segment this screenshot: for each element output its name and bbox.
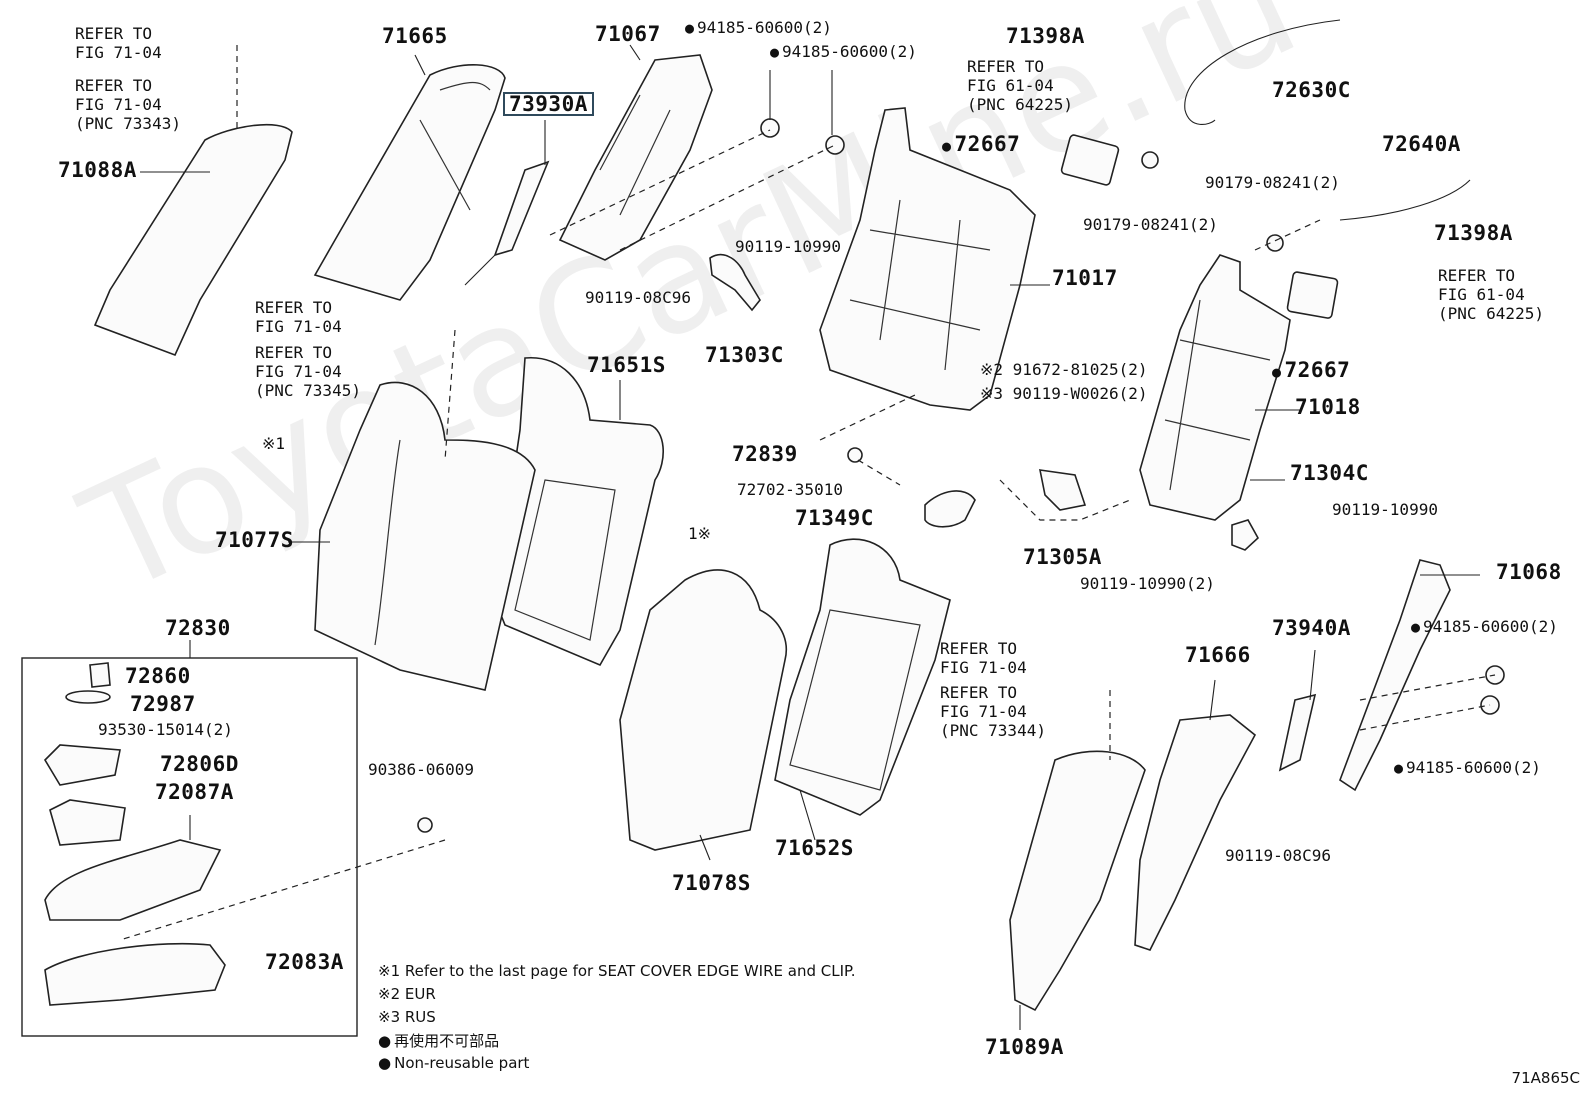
- part-label-71304c[interactable]: 71304C: [1290, 461, 1369, 485]
- part-71665-shape: [313, 64, 506, 301]
- nut-72839: [847, 447, 863, 463]
- cable-72640a: [1339, 179, 1471, 221]
- part-label-93530-15014[interactable]: 93530-15014(2): [98, 720, 233, 739]
- nut-90386: [417, 817, 433, 833]
- part-71303c-shape: [709, 253, 761, 312]
- part-label-90119-10990-b[interactable]: 90119-10990: [1332, 500, 1438, 519]
- part-label-72830[interactable]: 72830: [165, 616, 231, 640]
- part-71068-shape: [1339, 559, 1451, 792]
- part-72987-shape: [65, 690, 111, 704]
- part-label-94185-b[interactable]: 94185-60600(2): [770, 42, 917, 62]
- part-label-71078s[interactable]: 71078S: [672, 871, 751, 895]
- nut-90179: [1141, 151, 1159, 169]
- part-71067-shape: [558, 54, 713, 261]
- ref-fig-71-04-top: REFER TO FIG 71-04: [75, 24, 162, 62]
- part-label-72083a[interactable]: 72083A: [265, 950, 344, 974]
- footnote-2-eur: ※2 EUR: [378, 985, 436, 1003]
- ref-fig-71-04-pnc-73344: REFER TO FIG 71-04 (PNC 73344): [940, 683, 1046, 740]
- part-label-71665[interactable]: 71665: [382, 24, 448, 48]
- ref-fig-71-04-bottom: REFER TO FIG 71-04: [940, 639, 1027, 677]
- part-71651s-shape: [494, 357, 665, 667]
- footnote-non-reusable-jp: 再使用不可部品: [378, 1030, 499, 1051]
- part-71078s-shape: [619, 569, 787, 851]
- part-label-90179-a[interactable]: 90179-08241(2): [1205, 173, 1340, 192]
- part-label-94185-d[interactable]: 94185-60600(2): [1394, 758, 1541, 778]
- part-label-72640a[interactable]: 72640A: [1382, 132, 1461, 156]
- part-label-71349c[interactable]: 71349C: [795, 506, 874, 530]
- part-label-71398a-right[interactable]: 71398A: [1434, 221, 1513, 245]
- part-label-71305a[interactable]: 71305A: [1023, 545, 1102, 569]
- part-label-72860[interactable]: 72860: [125, 664, 191, 688]
- part-label-71017[interactable]: 71017: [1052, 266, 1118, 290]
- part-73940a-shape: [1278, 693, 1317, 772]
- part-71018-shape: [1139, 254, 1291, 521]
- part-label-72839[interactable]: 72839: [732, 442, 798, 466]
- diagram-id: 71A865C: [1511, 1069, 1580, 1087]
- ref-fig-71-04-mid: REFER TO FIG 71-04: [255, 298, 342, 336]
- part-label-71088a[interactable]: 71088A: [58, 158, 137, 182]
- part-label-71089a[interactable]: 71089A: [985, 1035, 1064, 1059]
- part-label-72667-b[interactable]: 72667: [1272, 360, 1350, 382]
- part-label-73930a-highlighted[interactable]: 73930A: [503, 92, 594, 116]
- part-label-90119-08c96-b[interactable]: 90119-08C96: [1225, 846, 1331, 865]
- part-label-71398a-top[interactable]: 71398A: [1006, 24, 1085, 48]
- part-label-73940a[interactable]: 73940A: [1272, 616, 1351, 640]
- part-72667a-shape: [1060, 134, 1120, 186]
- part-73930a-shape: [493, 160, 550, 257]
- part-label-72630c[interactable]: 72630C: [1272, 78, 1351, 102]
- nut-94185-b: [825, 135, 845, 155]
- part-71349c-shape: [924, 490, 976, 528]
- part-label-71652s[interactable]: 71652S: [775, 836, 854, 860]
- ref-fig-61-04-pnc-64225-a: REFER TO FIG 61-04 (PNC 64225): [967, 57, 1073, 114]
- part-71305a-shape: [1038, 469, 1087, 511]
- part-label-90119-10990-a[interactable]: 90119-10990: [735, 237, 841, 256]
- part-label-71067[interactable]: 71067: [595, 22, 661, 46]
- part-label-94185-c[interactable]: 94185-60600(2): [1411, 617, 1558, 637]
- part-label-90119-w0026-rus[interactable]: ※3 90119-W0026(2): [980, 384, 1148, 403]
- part-72667b-shape: [1286, 271, 1339, 319]
- part-label-71651s[interactable]: 71651S: [587, 353, 666, 377]
- footnote-non-reusable-en: Non-reusable part: [378, 1054, 529, 1072]
- part-label-71077s[interactable]: 71077S: [215, 528, 294, 552]
- part-71077s-shape: [314, 381, 536, 691]
- part-71304c-shape: [1231, 519, 1260, 551]
- part-label-71068[interactable]: 71068: [1496, 560, 1562, 584]
- part-label-91672-eur[interactable]: ※2 91672-81025(2): [980, 360, 1148, 379]
- part-label-72087a[interactable]: 72087A: [155, 780, 234, 804]
- ref-fig-71-04-pnc-73345: REFER TO FIG 71-04 (PNC 73345): [255, 343, 361, 400]
- note-mark-1-left: ※1: [262, 434, 286, 453]
- part-72860-shape: [89, 662, 111, 688]
- part-72806d-shape: [43, 744, 121, 786]
- ref-fig-71-04-pnc-73343: REFER TO FIG 71-04 (PNC 73343): [75, 76, 181, 133]
- part-label-90386-06009[interactable]: 90386-06009: [368, 760, 474, 779]
- part-72083a-shape: [44, 942, 226, 1006]
- part-71652s-shape: [774, 538, 951, 816]
- part-label-72667-a[interactable]: 72667: [942, 134, 1020, 156]
- part-label-72987[interactable]: 72987: [130, 692, 196, 716]
- part-label-72702-35010[interactable]: 72702-35010: [737, 480, 843, 499]
- part-71088a-shape: [93, 123, 293, 357]
- part-label-90119-08c96-a[interactable]: 90119-08C96: [585, 288, 691, 307]
- cable-72630c: [1184, 19, 1341, 125]
- part-label-90119-10990-2[interactable]: 90119-10990(2): [1080, 574, 1215, 593]
- part-72087a-inner: [49, 799, 126, 846]
- footnote-3-rus: ※3 RUS: [378, 1008, 436, 1026]
- part-71017-shape: [819, 107, 1036, 411]
- footnote-1: ※1 Refer to the last page for SEAT COVER…: [378, 962, 856, 980]
- part-71089a-shape: [1009, 750, 1146, 1012]
- ref-fig-61-04-pnc-64225-b: REFER TO FIG 61-04 (PNC 64225): [1438, 266, 1544, 323]
- part-label-90179-b[interactable]: 90179-08241(2): [1083, 215, 1218, 234]
- nut-94185-a: [760, 118, 780, 138]
- part-label-72806d[interactable]: 72806D: [160, 752, 239, 776]
- part-label-71303c[interactable]: 71303C: [705, 343, 784, 367]
- part-71666-shape: [1134, 714, 1257, 951]
- part-label-71018[interactable]: 71018: [1295, 395, 1361, 419]
- part-72087a-shape: [44, 839, 222, 921]
- part-label-94185-a[interactable]: 94185-60600(2): [685, 18, 832, 38]
- part-label-71666[interactable]: 71666: [1185, 643, 1251, 667]
- note-mark-1-mid: 1※: [688, 524, 712, 543]
